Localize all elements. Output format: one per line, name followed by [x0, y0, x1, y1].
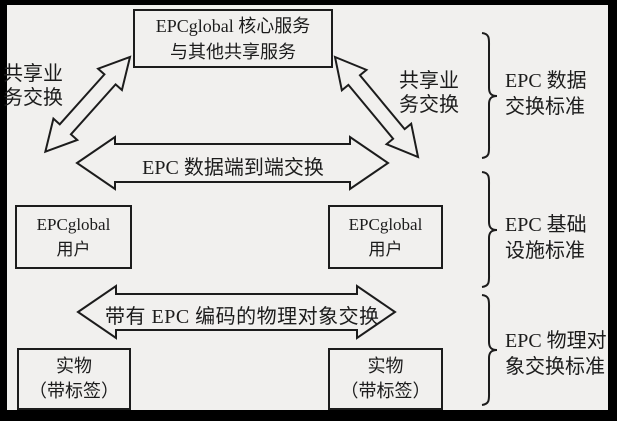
brace-infra-standard: [481, 171, 498, 288]
share-left-line2: 务交换: [3, 87, 63, 109]
brace-data-standard: [481, 32, 498, 159]
share-exchange-label-left: 共享业 务交换: [3, 62, 63, 110]
data-exchange-arrow-label: EPC 数据端到端交换: [142, 157, 324, 179]
share-left-line1: 共享业: [3, 63, 63, 85]
data-standard-line2: 交换标准: [505, 96, 585, 118]
item-right-line2: （带标签）: [340, 381, 431, 401]
user-left-line2: 用户: [56, 240, 91, 259]
physical-standard-line2: 象交换标准: [505, 356, 605, 378]
physical-standard-label: EPC 物理对 象交换标准: [505, 328, 607, 380]
core-services-line2: 与其他共享服务: [170, 41, 296, 62]
infra-standard-label: EPC 基础 设施标准: [505, 212, 587, 264]
core-services-line1: EPCglobal 核心服务: [155, 15, 311, 36]
item-left-line2: （带标签）: [29, 381, 119, 401]
share-exchange-arrow-left: [43, 55, 132, 154]
core-services-box: EPCglobal 核心服务 与其他共享服务: [133, 9, 333, 68]
item-right-line1: 实物: [367, 356, 404, 376]
share-exchange-label-right: 共享业 务交换: [399, 69, 459, 117]
physical-item-box-right: 实物 （带标签）: [328, 348, 443, 410]
physical-item-box-left: 实物 （带标签）: [17, 348, 131, 410]
data-exchange-arrow: [75, 135, 390, 191]
infra-standard-line2: 设施标准: [505, 240, 585, 262]
item-left-line1: 实物: [56, 356, 92, 376]
object-exchange-arrow-label: 带有 EPC 编码的物理对象交换: [105, 306, 380, 328]
user-left-line1: EPCglobal: [36, 215, 111, 234]
physical-standard-line1: EPC 物理对: [505, 330, 607, 352]
brace-physical-standard: [481, 294, 498, 406]
share-right-line1: 共享业: [399, 70, 459, 92]
object-exchange-arrow: [76, 284, 397, 340]
data-standard-label: EPC 数据 交换标准: [505, 68, 587, 120]
infra-standard-line1: EPC 基础: [505, 214, 587, 236]
share-exchange-arrow-right: [333, 55, 420, 159]
epcglobal-user-box-left: EPCglobal 用户: [15, 205, 132, 269]
user-right-line1: EPCglobal: [348, 215, 423, 234]
user-right-line2: 用户: [368, 240, 403, 259]
epcglobal-user-box-right: EPCglobal 用户: [328, 205, 443, 269]
share-right-line2: 务交换: [399, 94, 459, 116]
data-standard-line1: EPC 数据: [505, 70, 587, 92]
